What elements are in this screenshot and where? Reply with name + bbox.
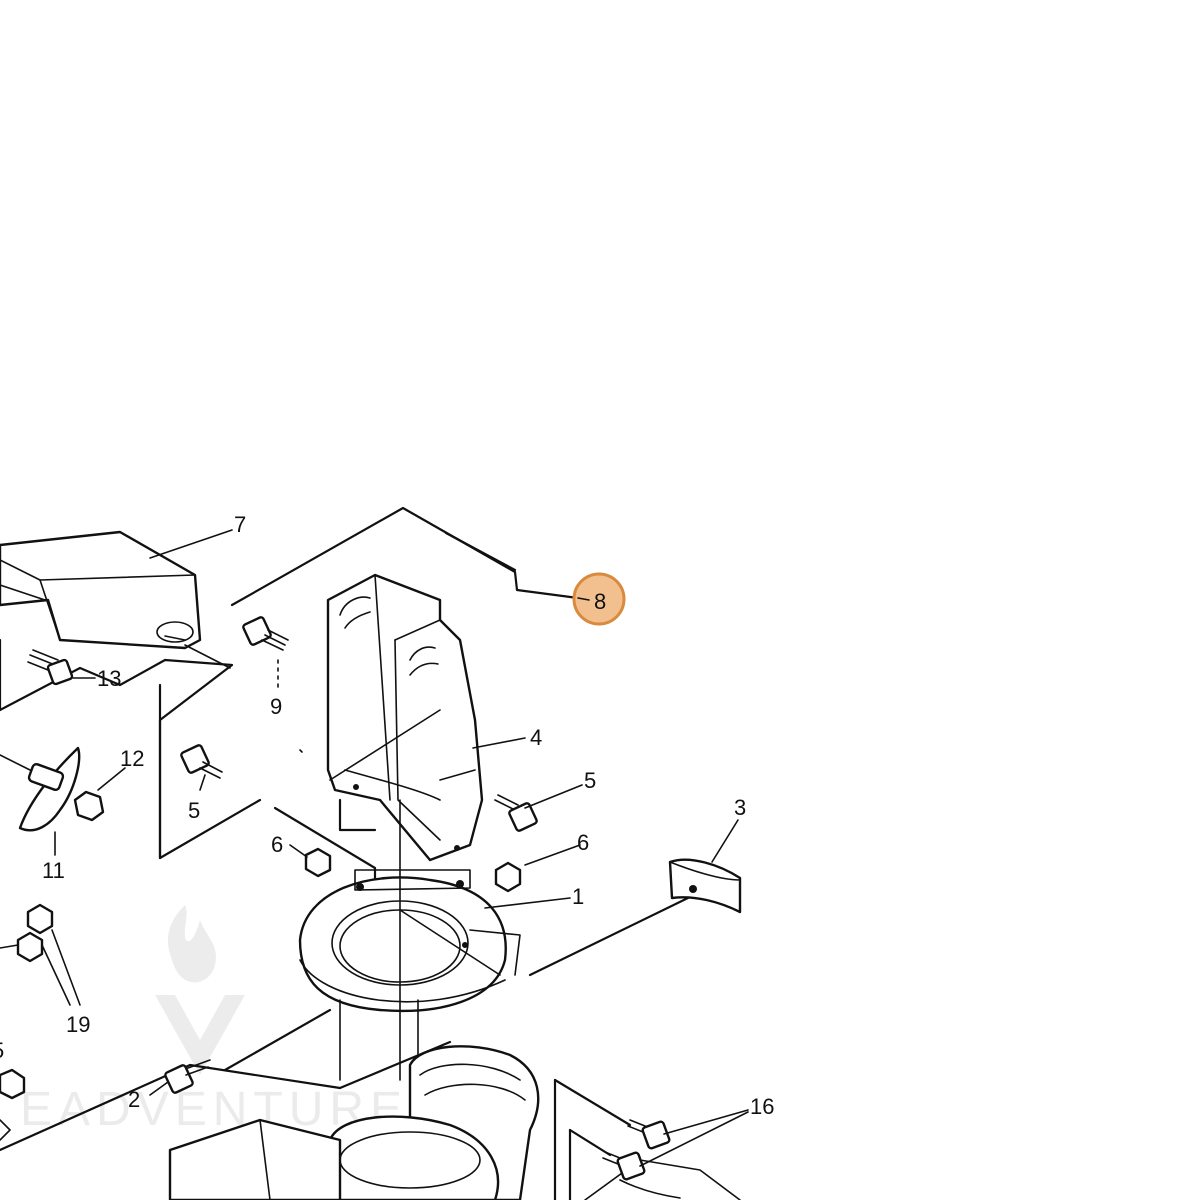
callout-1: 1 xyxy=(572,884,584,909)
watermark-text: EADVENTURE xyxy=(20,1083,408,1136)
callout-4: 4 xyxy=(530,725,542,750)
callout-8-highlight[interactable]: 8 xyxy=(572,572,626,626)
bolt-9 xyxy=(242,616,289,651)
watermark-flame-icon xyxy=(167,905,217,983)
part-1-ring-base xyxy=(298,799,521,1081)
bolt-5-left xyxy=(180,744,223,779)
part-11-wing-bolt xyxy=(0,746,81,832)
callout-9: 9 xyxy=(270,694,282,719)
nut-19-a xyxy=(26,903,54,935)
nut-19-b xyxy=(16,931,44,963)
callout-11: 11 xyxy=(42,858,65,883)
part-7-bracket xyxy=(0,530,231,669)
bolt-5-right xyxy=(494,794,538,832)
callout-19: 19 xyxy=(66,1012,90,1037)
watermark: EADVENTURE xyxy=(20,905,408,1136)
lower-housing xyxy=(168,1045,741,1200)
callout-6-right: 6 xyxy=(577,830,589,855)
fasteners xyxy=(0,616,671,1181)
callout-2: 2 xyxy=(128,1087,140,1112)
part-3-plate xyxy=(668,858,742,914)
callout-5-left: 5 xyxy=(188,798,200,823)
callout-5-edge: 5 xyxy=(0,1038,4,1063)
bolt-16-a xyxy=(627,1119,671,1150)
nut-6-right xyxy=(494,861,522,893)
callout-6-left: 6 xyxy=(271,832,283,857)
nut-12 xyxy=(73,790,105,822)
callout-3: 3 xyxy=(734,795,746,820)
nut-partial xyxy=(0,1068,26,1100)
part-4-chute-bracket xyxy=(326,573,484,862)
callout-13: 13 xyxy=(97,666,121,691)
callout-16: 16 xyxy=(750,1094,774,1119)
callout-12: 12 xyxy=(120,746,144,771)
callouts: 7 13 9 12 5 11 4 5 6 6 1 3 19 5 2 16 xyxy=(0,512,774,1119)
part-partial-edge xyxy=(0,1119,11,1141)
bolt-13 xyxy=(27,649,74,686)
callout-8: 8 xyxy=(594,589,606,614)
callout-5-right: 5 xyxy=(584,768,596,793)
watermark-v-icon xyxy=(155,995,245,1075)
nut-6-left xyxy=(304,847,332,878)
highlight-circle xyxy=(572,572,626,626)
bolt-2 xyxy=(164,1059,211,1094)
callout-7: 7 xyxy=(234,512,246,537)
frame-lines xyxy=(0,506,692,1200)
leader-lines xyxy=(41,529,749,1167)
bolt-16-b xyxy=(602,1151,646,1181)
